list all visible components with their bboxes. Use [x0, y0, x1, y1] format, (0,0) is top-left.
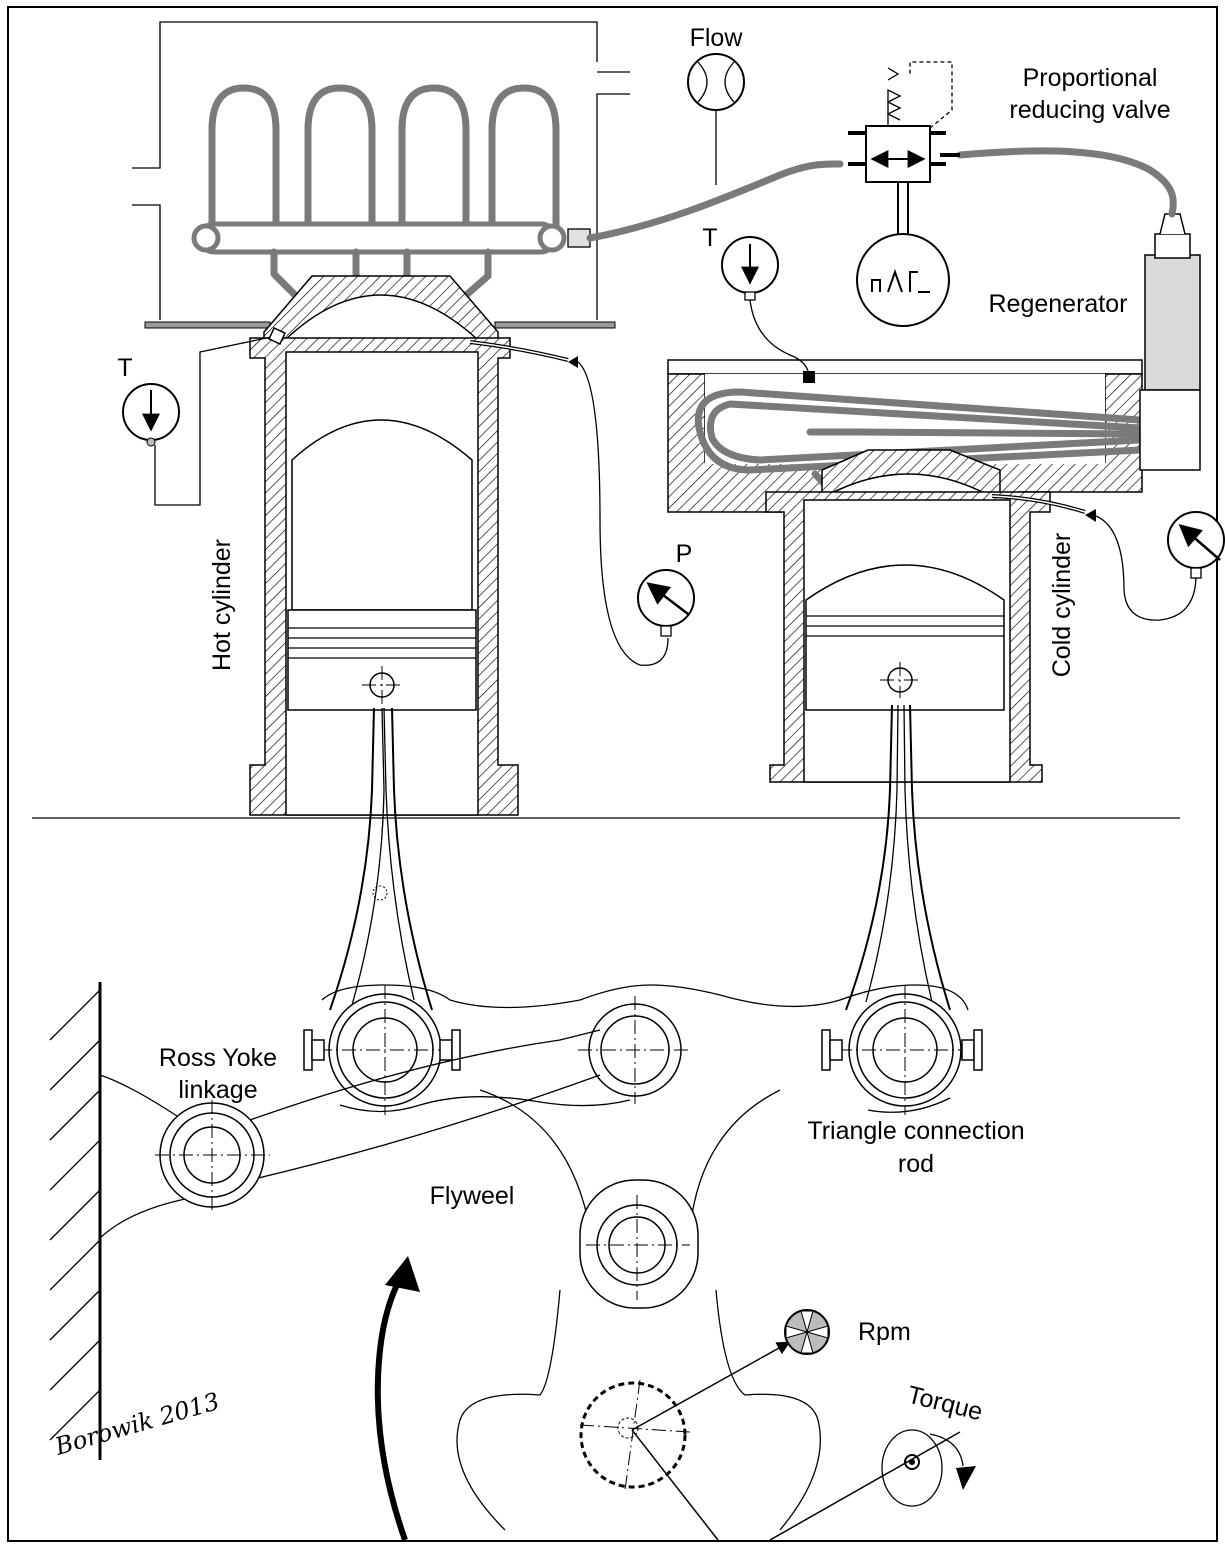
outer-frame — [7, 6, 1218, 1542]
thermometer-icon — [721, 236, 810, 377]
label-cold-cylinder: Cold cylinder — [1048, 533, 1076, 678]
label-triangle-line1: Triangle connection — [807, 1117, 1024, 1145]
label-ross-yoke-line2: linkage — [178, 1076, 257, 1104]
label-valve-line1: Proportional — [1023, 64, 1158, 92]
thermometer-icon — [122, 383, 180, 447]
regenerator — [1139, 213, 1201, 471]
proportional-reducing-valve[interactable] — [848, 61, 960, 327]
pressure-gauge-icon — [637, 569, 695, 637]
cold-connecting-rod — [845, 704, 951, 1011]
label-ross-yoke-line1: Ross Yoke — [159, 1044, 277, 1072]
label-flow: Flow — [690, 24, 744, 52]
signature: Borowik 2013 — [51, 1387, 223, 1461]
cold-cylinder — [765, 449, 1197, 783]
flywheel — [374, 1256, 821, 1541]
label-triangle-line2: rod — [898, 1150, 934, 1178]
pressure-gauge-icon — [1167, 511, 1225, 579]
heater — [132, 21, 630, 329]
label-valve-line2: reducing valve — [1009, 96, 1170, 124]
label-temp-cold: T — [702, 224, 717, 252]
label-regenerator: Regenerator — [989, 290, 1128, 318]
ross-yoke-linkage — [99, 984, 983, 1239]
triangle-connection-rod — [479, 1089, 781, 1309]
torque-sensor-icon — [769, 1429, 976, 1541]
label-hot-cylinder: Hot cylinder — [208, 539, 236, 671]
valve-line — [586, 110, 1177, 242]
fixed-wall — [49, 982, 102, 1460]
label-rpm: Rpm — [858, 1318, 911, 1346]
label-pressure: P — [676, 540, 693, 568]
hot-cylinder — [154, 275, 669, 816]
label-torque: Torque — [905, 1381, 986, 1427]
flow-meter-icon — [687, 53, 745, 111]
label-flywheel: Flyweel — [430, 1182, 515, 1210]
label-temp-hot: T — [117, 354, 132, 382]
rpm-sensor-icon — [784, 1309, 830, 1355]
hot-connecting-rod — [329, 707, 433, 1011]
